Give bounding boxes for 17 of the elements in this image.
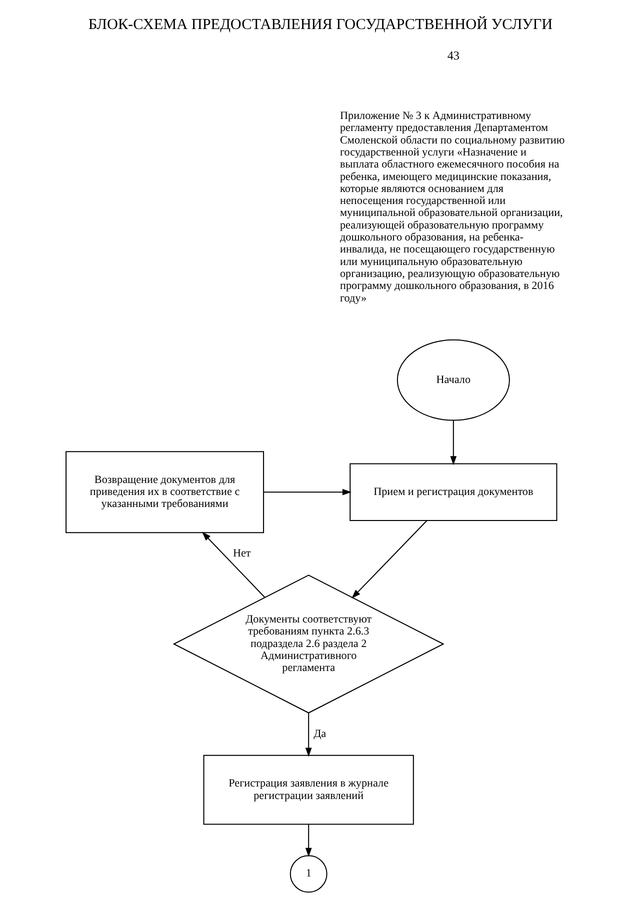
arrow: [304, 824, 312, 858]
edge-label: Да: [313, 728, 326, 740]
node-box: Возвращение документов для приведения их в соответствие с указанными требованиями: [65, 451, 264, 534]
arrow: [201, 532, 265, 598]
diagram-title: БЛОК-СХЕМА ПРЕДОСТАВЛЕНИЯ ГОСУДАРСТВЕННОЙ УСЛУГИ: [88, 16, 552, 34]
label: 43: [446, 48, 459, 63]
label: Приложение № 3 к Административному регламенту предоставления Департаментом Смоленской области по социальному развитию государственной услуги «Назначение и выплата областного ежемесячного пособия на ребенка, имеющего медицинские показания, которые являются основанием для непосещения государственной или муниципальной образовательной организации, реализующей образовательную программу дошкольного образования, на ребенка-инвалида, не посещающего государственную или муниципальную образовательную организацию, реализующую образовательную программу дошкольного образования, в 2016 году»: [339, 110, 564, 304]
node-box: Прием и регистрация документов: [349, 463, 557, 521]
arrow: [450, 420, 456, 466]
arrow: [263, 488, 352, 496]
arrow: [304, 713, 312, 757]
node-diamond: Документы соответствуют требованиям пункта 2.6.3 подраздела 2.6 раздела 2 Административного регламента: [172, 574, 444, 714]
arrow: [351, 520, 427, 599]
node-circle: 1: [289, 855, 327, 893]
edge-label: Нет: [232, 548, 250, 560]
node-box: Регистрация заявления в журнале регистрации заявлений: [202, 754, 414, 825]
node-ellipse: Начало: [396, 339, 510, 421]
